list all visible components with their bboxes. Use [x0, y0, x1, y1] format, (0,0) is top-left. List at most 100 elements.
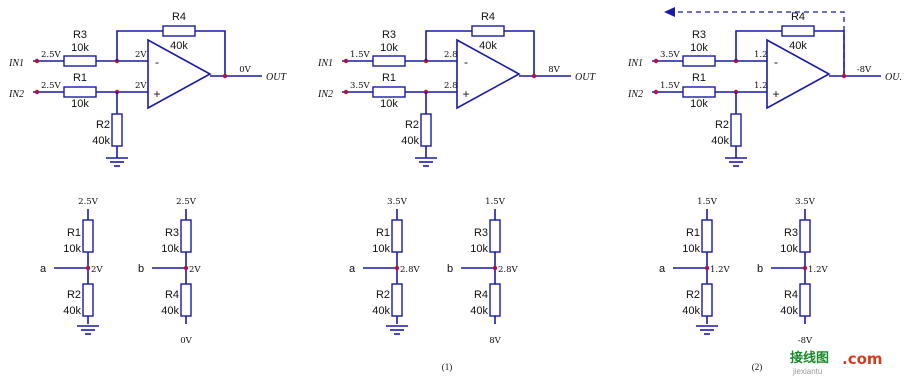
r2-label: R2: [96, 119, 110, 131]
divider-r-top-label: R1: [67, 227, 81, 239]
in1-label: IN1: [317, 58, 333, 69]
opamp-subtractor: IN1IN23.5V1.5VR310kR110k1.2V1.2VR440kR24…: [627, 11, 902, 167]
in2-voltage: 2.5V: [41, 81, 62, 91]
divider-resistor-bottom: [82, 283, 94, 317]
in1-voltage: 2.5V: [41, 50, 62, 60]
site-logo-com: .com: [842, 350, 883, 368]
divider-r-bottom-value: 40k: [372, 305, 390, 317]
in2-node: [34, 89, 40, 95]
divider-mid-voltage: 1.2V: [710, 265, 731, 275]
in1-voltage: 3.5V: [660, 50, 681, 60]
resistor-r1: [682, 86, 716, 98]
r3-value: 10k: [71, 42, 89, 54]
divider-node-label: a: [349, 263, 356, 275]
r3-label: R3: [382, 29, 396, 41]
r1-value: 10k: [690, 98, 708, 110]
output-node: [531, 73, 537, 79]
in2-voltage: 3.5V: [350, 81, 371, 91]
divider-node-label: a: [659, 263, 666, 275]
minus-voltage: 2V: [135, 50, 147, 60]
resistor-r1: [63, 86, 97, 98]
in1-node: [34, 58, 40, 64]
r2-label: R2: [715, 119, 729, 131]
divider-top-voltage: 1.5V: [485, 197, 506, 207]
in1-node: [653, 58, 659, 64]
in1-voltage: 1.5V: [350, 50, 371, 60]
ground-symbol: [725, 157, 747, 167]
r1-label: R1: [692, 72, 706, 84]
feedback-wire-right: [504, 30, 535, 76]
divider-mid-voltage: 1.2V: [808, 265, 829, 275]
arrow-head: [664, 7, 675, 17]
feedback-wire-right: [814, 30, 845, 76]
divider-resistor-bottom: [391, 283, 403, 317]
in1-node: [343, 58, 349, 64]
divider-r-bottom-label: R2: [376, 289, 390, 301]
plus-voltage: 1.2V: [754, 81, 775, 91]
divider-resistor-top: [489, 219, 501, 253]
resistor-r3: [372, 55, 406, 67]
divider-r-top-label: R3: [474, 227, 488, 239]
output-voltage: 8V: [548, 65, 560, 75]
divider-node: [802, 265, 808, 271]
r1-value: 10k: [380, 98, 398, 110]
feedback-wire-left: [735, 30, 782, 61]
in2-voltage: 1.5V: [660, 81, 681, 91]
divider-ground: [77, 325, 99, 335]
r2-value: 40k: [711, 135, 729, 147]
minus-sign: -: [774, 55, 778, 69]
divider-resistor-bottom: [489, 283, 501, 317]
divider-mid-voltage: 2.8V: [498, 265, 519, 275]
resistor-r2: [111, 113, 123, 147]
in2-label: IN2: [627, 89, 643, 100]
divider-r-top-value: 10k: [780, 243, 798, 255]
divider-node: [183, 265, 189, 271]
circuit-3: IN1IN23.5V1.5VR310kR110k1.2V1.2VR440kR24…: [627, 11, 902, 372]
resistor-r3: [63, 55, 97, 67]
divider-resistor-top: [391, 219, 403, 253]
plus-sign: +: [462, 87, 469, 101]
feedback-wire-left: [116, 30, 163, 61]
output-node: [222, 73, 228, 79]
r2-value: 40k: [401, 135, 419, 147]
r3-label: R3: [73, 29, 87, 41]
divider-r-top-label: R3: [784, 227, 798, 239]
in2-label: IN2: [8, 89, 24, 100]
divider-bottom-voltage: 0V: [180, 336, 192, 346]
divider-r-top-label: R3: [165, 227, 179, 239]
minus-sign: -: [464, 55, 468, 69]
plus-voltage: 2V: [135, 81, 147, 91]
divider-top-voltage: 3.5V: [795, 197, 816, 207]
site-logo-sub: jiexiantu: [792, 367, 822, 376]
divider-r-bottom-label: R4: [784, 289, 798, 301]
opamp-triangle: [456, 38, 521, 110]
r4-label: R4: [172, 11, 186, 23]
opamp-triangle: [147, 38, 212, 110]
plus-sign: +: [772, 87, 779, 101]
opamp-subtractor: IN1IN22.5V2.5VR310kR110k2V2VR440kR240k-+…: [8, 11, 287, 167]
r3-label: R3: [692, 29, 706, 41]
plus-voltage: 2.8V: [444, 81, 465, 91]
divider-r-bottom-value: 40k: [470, 305, 488, 317]
r4-value: 40k: [170, 40, 188, 52]
r1-label: R1: [382, 72, 396, 84]
divider-resistor-bottom: [799, 283, 811, 317]
divider-r-bottom-value: 40k: [63, 305, 81, 317]
resistor-r2: [730, 113, 742, 147]
divider-r-top-label: R1: [376, 227, 390, 239]
r4-label: R4: [481, 11, 495, 23]
out-label: OUT: [575, 72, 596, 83]
divider-r-bottom-value: 40k: [161, 305, 179, 317]
divider-node: [704, 265, 710, 271]
divider-r-top-value: 10k: [372, 243, 390, 255]
figure-caption: (2): [752, 362, 763, 372]
divider-top-voltage: 3.5V: [387, 197, 408, 207]
divider-r-bottom-label: R4: [165, 289, 179, 301]
